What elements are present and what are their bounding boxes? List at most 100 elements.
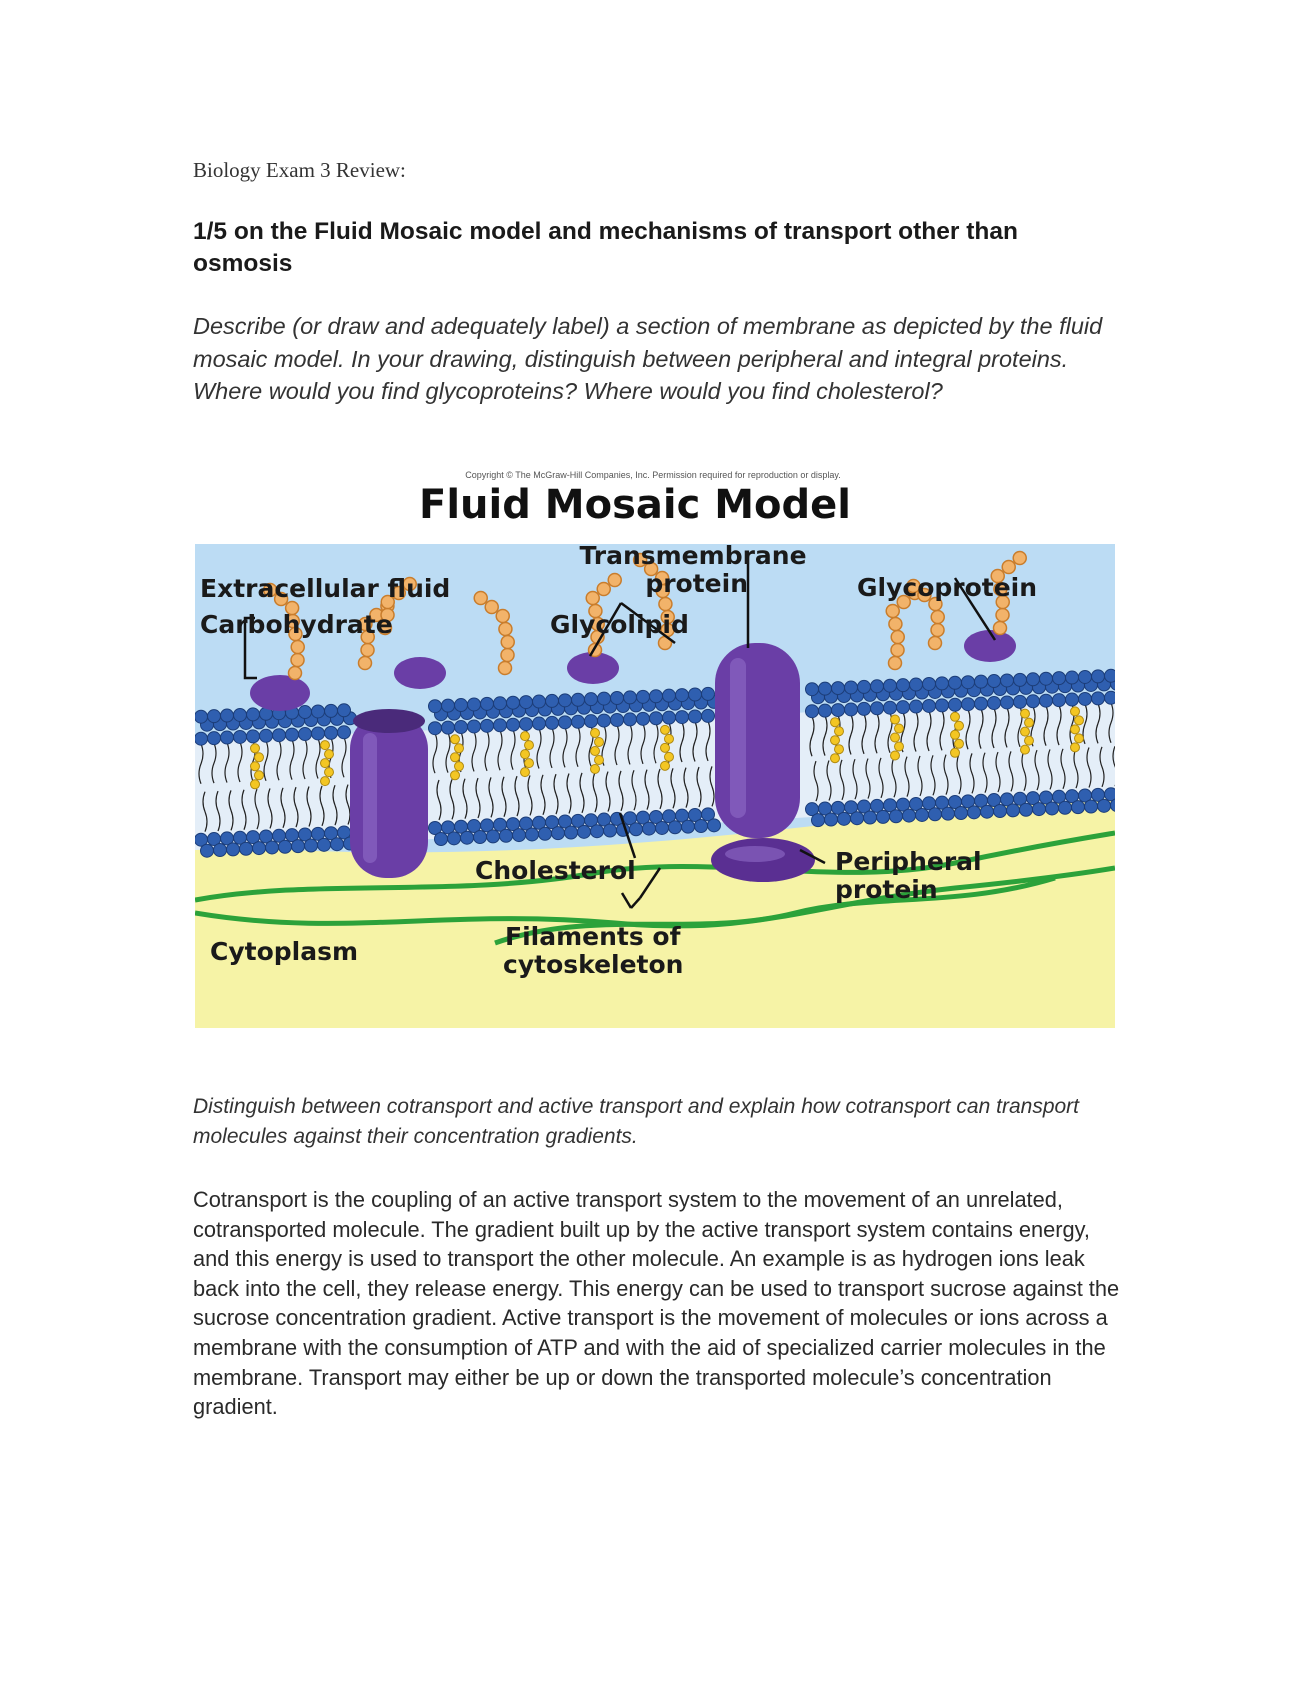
- lipid-tail: [631, 770, 637, 811]
- lipid-tail: [826, 760, 832, 801]
- sugar-unit: [887, 655, 903, 671]
- cholesterol-unit: [324, 749, 334, 760]
- cholesterol-unit: [250, 761, 260, 772]
- phospholipid-head: [675, 710, 689, 725]
- phospholipid-head: [428, 721, 442, 736]
- lipid-tail: [848, 714, 854, 755]
- sugar-unit: [497, 660, 513, 676]
- label-filaments-line2: cytoskeleton: [503, 950, 683, 979]
- cholesterol-unit: [320, 776, 330, 787]
- phospholipid-head: [1110, 798, 1115, 812]
- lipid-tail: [969, 753, 975, 794]
- sugar-unit: [995, 607, 1010, 623]
- sugar-unit: [498, 621, 513, 637]
- phospholipid-head: [675, 688, 689, 703]
- lipid-tail: [514, 775, 520, 817]
- lipid-tail: [202, 791, 208, 832]
- phospholipid-head: [701, 686, 715, 701]
- cholesterol-molecules: [250, 706, 1084, 790]
- label-extracellular-fluid: Extracellular fluid: [200, 574, 450, 603]
- sugar-unit: [380, 594, 395, 610]
- phospholipid-head: [987, 674, 1001, 689]
- lipid-tail: [198, 743, 204, 784]
- phospholipid-head: [1013, 694, 1027, 709]
- phospholipid-head: [195, 731, 208, 746]
- phospholipid-head: [551, 826, 565, 841]
- cholesterol-unit: [520, 731, 530, 742]
- figure-title: Fluid Mosaic Model: [419, 482, 851, 528]
- lipid-tail: [484, 730, 490, 772]
- sugar-unit: [357, 655, 373, 671]
- phospholipid-head: [922, 698, 936, 713]
- lipid-tail: [211, 742, 217, 784]
- phospholipid-head: [1071, 800, 1085, 815]
- lipid-tails-inner: [202, 745, 1115, 832]
- phospholipid-head: [1013, 672, 1027, 687]
- sugar-unit: [1001, 559, 1016, 575]
- phospholipid-head: [311, 704, 325, 719]
- cholesterol-unit: [890, 750, 900, 761]
- lipid-tail: [302, 738, 308, 780]
- phospholipid-head: [629, 822, 643, 837]
- cholesterol-unit: [954, 738, 964, 749]
- lipid-tail: [683, 767, 689, 808]
- label-transmembrane-protein-line1: Transmembrane: [579, 541, 806, 570]
- lipid-tail: [510, 729, 516, 770]
- phospholipid-head: [805, 704, 819, 719]
- phospholipid-head: [701, 708, 715, 723]
- phospholipid-head: [935, 698, 949, 713]
- phospholipid-head: [668, 820, 682, 835]
- phospholipid-head: [298, 705, 312, 720]
- label-leader-lines: [243, 553, 997, 909]
- phospholipid-head: [896, 700, 910, 715]
- phospholipid-head: [928, 807, 942, 822]
- phospholipid-head: [532, 716, 546, 731]
- phospholipid-head: [824, 812, 838, 827]
- lipid-tail: [276, 739, 282, 781]
- sugar-unit: [632, 552, 648, 568]
- sugar-unit: [928, 596, 943, 612]
- phospholipid-head: [558, 715, 572, 730]
- lipid-tail: [627, 724, 633, 765]
- phospholipid-head: [688, 709, 702, 724]
- phospholipid-head: [428, 699, 442, 714]
- phospholipid-head: [311, 726, 325, 741]
- lipid-tail: [813, 760, 819, 802]
- phospholipid-heads-outer: [195, 668, 1115, 746]
- phospholipid-head: [200, 843, 214, 858]
- lipid-tail: [852, 758, 858, 800]
- cholesterol-unit: [830, 735, 840, 746]
- phospholipid-heads-inner: [195, 787, 1115, 858]
- sugar-unit: [290, 639, 305, 655]
- phospholipid-head: [655, 820, 669, 835]
- lipid-tail: [471, 731, 477, 772]
- sugar-unit: [262, 582, 278, 598]
- lipid-tail: [579, 772, 585, 814]
- phospholipid-head: [564, 825, 578, 840]
- lipid-tail: [345, 784, 351, 825]
- lipid-tail: [982, 752, 988, 793]
- phospholipid-head: [220, 708, 234, 723]
- cholesterol-unit: [954, 720, 964, 731]
- lipid-tail: [501, 776, 507, 817]
- lipid-tail: [670, 768, 676, 809]
- cholesterol-unit: [894, 741, 904, 752]
- sugar-unit: [596, 581, 611, 597]
- phospholipid-head: [909, 699, 923, 714]
- glycolipid-protein: [567, 652, 619, 684]
- phospholipid-head: [285, 727, 299, 742]
- sugar-unit: [992, 620, 1008, 636]
- transmembrane-protein: [715, 643, 800, 838]
- sugar-unit: [607, 572, 622, 588]
- phospholipid-head: [278, 839, 292, 854]
- lipid-tail: [332, 784, 338, 826]
- phospholipid-head: [1039, 671, 1053, 686]
- phospholipid-head: [571, 692, 585, 707]
- phospholipid-head: [863, 810, 877, 825]
- phospholipid-head: [610, 713, 624, 728]
- lipid-tail: [839, 759, 845, 801]
- cholesterol-unit: [454, 743, 464, 754]
- phospholipid-head: [337, 725, 351, 740]
- lipid-tail: [978, 708, 984, 749]
- phospholipid-head: [902, 808, 916, 823]
